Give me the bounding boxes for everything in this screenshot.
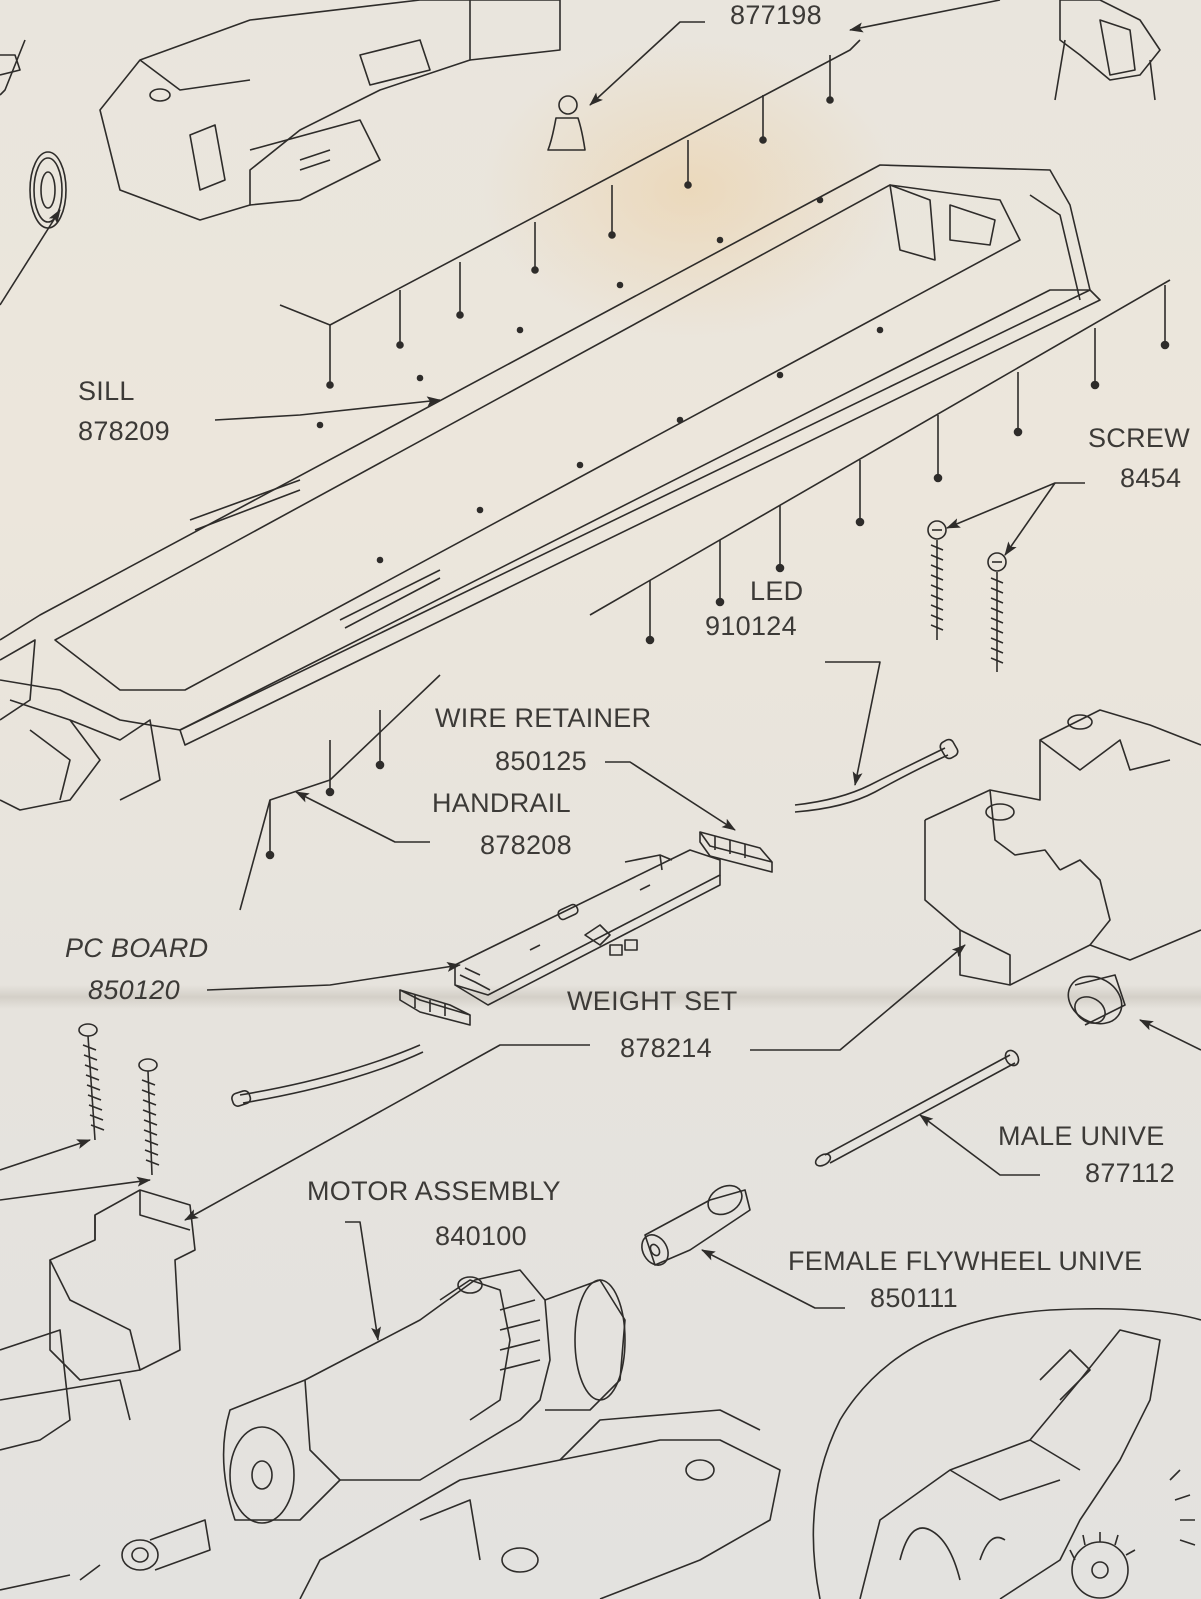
lower-weight-part (0, 1189, 196, 1451)
female-flywheel-label: FEMALE FLYWHEEL UNIVE (788, 1246, 1143, 1276)
led-leader (825, 661, 881, 786)
led-part (794, 738, 959, 813)
weight-set-part (924, 709, 1201, 986)
male-universal-part (814, 1049, 1020, 1167)
crew-figure-part (547, 95, 586, 151)
male-universal-label: MALE UNIVE (998, 1121, 1165, 1151)
locomotive-body-part (0, 0, 561, 221)
sill-label: SILL (78, 376, 135, 406)
wire-retainer-label: WIRE RETAINER (435, 703, 652, 733)
female-flywheel-part (641, 1184, 751, 1266)
screw-label: SCREW (1088, 423, 1190, 453)
top-part-leader (849, 0, 1001, 33)
cab-part (1054, 0, 1161, 101)
lower-handrail (589, 279, 1171, 645)
screw-leader-3 (0, 1139, 91, 1171)
motor-leader (345, 1221, 381, 1341)
screw-leader-1 (946, 482, 1085, 529)
female-flywheel-leader (701, 1249, 845, 1309)
male-universal-part-number: 877112 (1085, 1158, 1175, 1188)
weight-set-part-number: 878214 (620, 1033, 712, 1063)
handrail-label: HANDRAIL (432, 788, 571, 818)
sill-leader (214, 396, 441, 421)
universal-joint-part (1067, 974, 1126, 1026)
crew-leader (589, 21, 705, 106)
motor-assembly-label: MOTOR ASSEMBLY (307, 1176, 561, 1206)
small-parts (0, 1519, 211, 1591)
sill-part (0, 164, 1101, 811)
handrail-part (239, 674, 441, 911)
pc-board-part (399, 849, 721, 1026)
screw-leader-2 (1004, 482, 1056, 556)
handrail-leader (295, 791, 430, 843)
top-part-number: 877198 (730, 0, 822, 30)
motor-assembly-part-number: 840100 (435, 1221, 527, 1251)
pc-board-leader (206, 962, 461, 991)
paper-fold (0, 985, 1201, 1009)
wire-retainer-part-number: 850125 (495, 746, 587, 776)
pc-board-label: PC BOARD (65, 933, 209, 963)
female-flywheel-part-number: 850111 (870, 1283, 958, 1313)
chassis-part (299, 1409, 781, 1599)
weight-set-leader-right (750, 944, 966, 1051)
pc-board-part-number: 850120 (88, 975, 180, 1005)
screw-parts-upper (927, 520, 1007, 672)
truck-detail-part (812, 1307, 1201, 1599)
wire-retainer-part (699, 831, 773, 873)
wire-retainer-leader (605, 761, 736, 831)
screw-parts-lower (78, 1023, 160, 1176)
wire-part (231, 1044, 424, 1107)
universal-joint-leader (1139, 1019, 1201, 1051)
motor-assembly-part (222, 1269, 626, 1524)
led-part-number: 910124 (705, 611, 797, 641)
bearing-leader (0, 209, 61, 306)
upper-handrail (279, 39, 861, 389)
sill-part-number: 878209 (78, 416, 170, 446)
male-universal-leader (919, 1114, 1040, 1176)
weight-set-leader-left (184, 1044, 590, 1221)
screw-part-number: 8454 (1120, 463, 1182, 493)
bearing-part (29, 151, 67, 229)
led-label: LED (750, 576, 804, 606)
screw-leader-4 (0, 1176, 151, 1201)
weight-set-label: WEIGHT SET (567, 986, 738, 1016)
handrail-part-number: 878208 (480, 830, 572, 860)
